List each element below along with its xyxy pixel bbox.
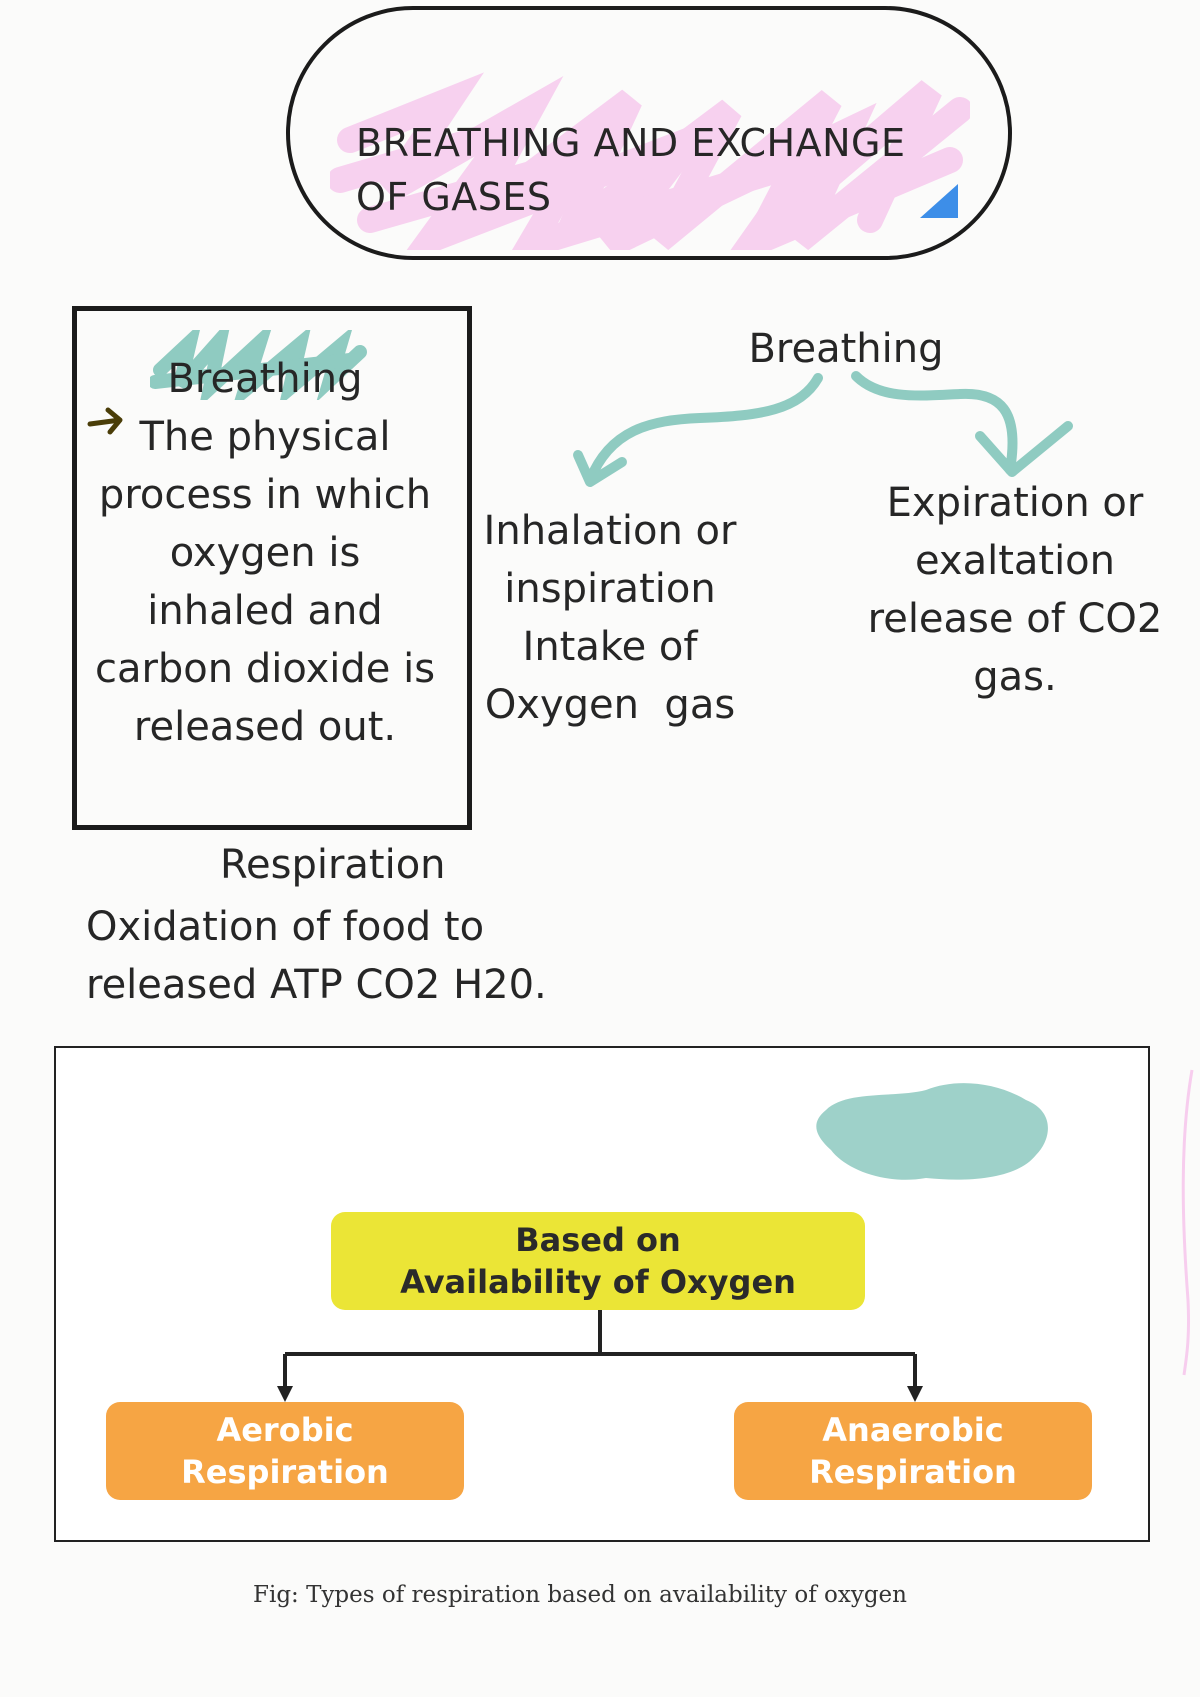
- inhalation-line: Inhalation or: [483, 508, 737, 554]
- aerobic-respiration-box: Aerobic Respiration: [106, 1402, 464, 1500]
- branch-curved-arrows: [573, 371, 1073, 487]
- anaerobic-line: Respiration: [809, 1453, 1017, 1491]
- figure-connectors: [277, 1310, 923, 1402]
- root-line: Availability of Oxygen: [400, 1263, 796, 1301]
- inhalation-line: Oxygen gas: [484, 682, 736, 728]
- margin-pink-stroke: [1181, 1069, 1194, 1376]
- anaerobic-line: Anaerobic: [822, 1411, 1004, 1449]
- expiration-line: release of CO2: [867, 596, 1163, 642]
- title-pill-outline: [286, 6, 1012, 260]
- definition-line: released out.: [133, 704, 397, 750]
- oxygen-availability-box: Based on Availability of Oxygen: [331, 1212, 865, 1310]
- inhalation-line: inspiration: [504, 566, 716, 612]
- anaerobic-respiration-box: Anaerobic Respiration: [734, 1402, 1092, 1500]
- corner-triangle-icon: [920, 184, 958, 218]
- breathing-definition: Breathing The physical process in which …: [84, 350, 446, 756]
- respiration-definition: Oxidation of food to released ATP CO2 H2…: [86, 898, 646, 1014]
- heading-highlight-scribble: [150, 330, 367, 400]
- scribble-blot: [816, 1083, 1048, 1180]
- definition-line: carbon dioxide is: [94, 646, 436, 692]
- page-title: BREATHING AND EXCHANGE OF GASES: [356, 116, 956, 224]
- definition-line: oxygen is: [169, 530, 361, 576]
- definition-line: The physical: [139, 414, 391, 460]
- expiration-line: gas.: [973, 654, 1057, 700]
- figure-caption: Fig: Types of respiration based on avail…: [253, 1582, 907, 1608]
- respiration-line: released ATP CO2 H20.: [86, 962, 547, 1008]
- title-line-2: OF GASES: [356, 175, 552, 219]
- breathing-branch-heading: Breathing: [748, 326, 944, 372]
- definition-heading: Breathing: [167, 356, 363, 402]
- inhalation-line: Intake of: [522, 624, 698, 670]
- expiration-line: Expiration or: [886, 480, 1144, 526]
- expiration-description: Expiration or exaltation release of CO2 …: [850, 474, 1180, 706]
- aerobic-line: Aerobic: [216, 1411, 354, 1449]
- expiration-line: exaltation: [914, 538, 1116, 584]
- respiration-line: Oxidation of food to: [86, 904, 485, 950]
- definition-line: inhaled and: [147, 588, 383, 634]
- aerobic-line: Respiration: [181, 1453, 389, 1491]
- root-line: Based on: [515, 1221, 681, 1259]
- title-line-1: BREATHING AND EXCHANGE: [356, 121, 906, 165]
- inhalation-description: Inhalation or inspiration Intake of Oxyg…: [470, 502, 750, 734]
- definition-line: process in which: [98, 472, 432, 518]
- right-arrow-icon: [87, 407, 123, 435]
- respiration-title: Respiration: [220, 842, 446, 888]
- breathing-definition-box: [72, 306, 472, 830]
